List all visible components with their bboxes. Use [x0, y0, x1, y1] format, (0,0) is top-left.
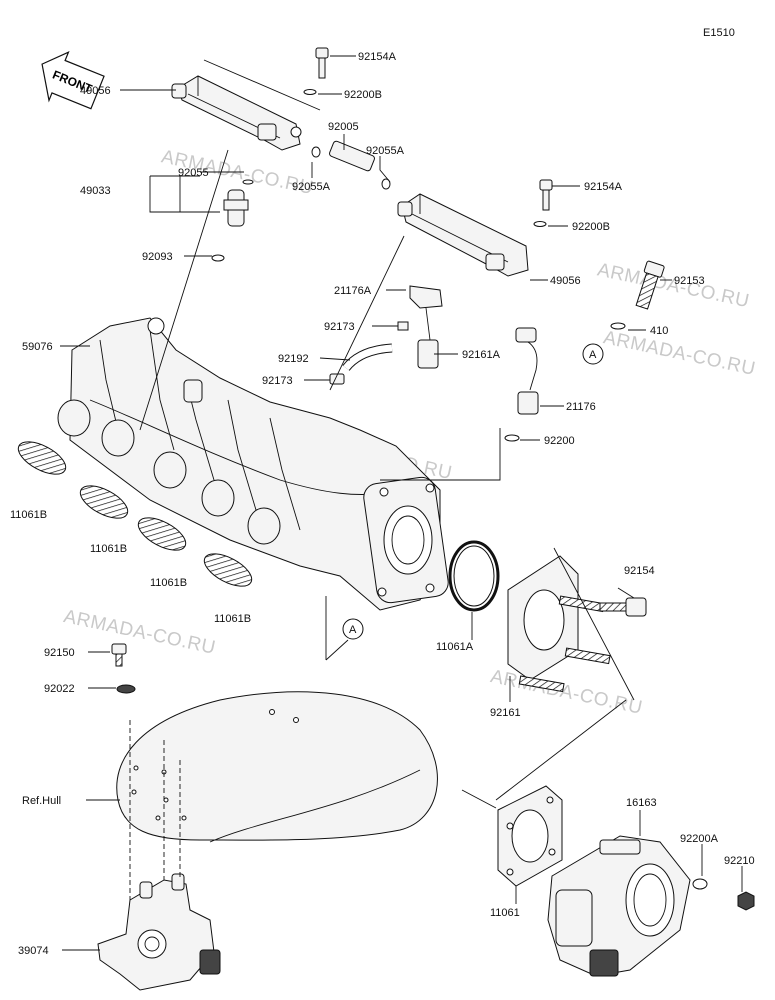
fuel-rail-upper [171, 75, 302, 151]
o-ring-11061a [448, 540, 500, 612]
part-label: 92200A [680, 833, 719, 845]
part-label: 59076 [22, 341, 53, 353]
throttle-body [547, 835, 691, 977]
part-label: 92093 [142, 251, 173, 263]
part-label: 11061B [10, 509, 47, 521]
part-label: 92200 [544, 435, 575, 447]
ref-callout-a: A [342, 618, 364, 640]
sensor-21176 [504, 327, 539, 442]
part-label: 11061B [90, 543, 127, 555]
part-label: 92161A [462, 349, 501, 361]
bolt-icon [599, 597, 647, 617]
part-label: 49056 [80, 85, 111, 97]
part-label: 410 [650, 325, 668, 337]
part-label: 92154A [358, 51, 397, 63]
part-label: 92200B [344, 89, 382, 101]
part-label: 92210 [724, 855, 755, 867]
nut-icon [737, 891, 755, 911]
part-label: 11061B [150, 577, 187, 589]
part-labels: 92154A 49056 92200B 92005 92055A 92055 9… [10, 51, 755, 957]
part-label: 92150 [44, 647, 75, 659]
part-label: 92154A [584, 181, 623, 193]
spacer-plate [507, 555, 611, 693]
hose [329, 343, 393, 385]
washer-icon [692, 878, 708, 890]
bolt-icon [539, 179, 553, 211]
part-label: 92005 [328, 121, 359, 133]
part-label: 92153 [674, 275, 705, 287]
ref-callout-a: A [582, 343, 604, 365]
leader-lines [60, 55, 743, 951]
part-label: 92173 [262, 375, 293, 387]
part-label: 49033 [80, 185, 111, 197]
part-label: 11061B [214, 613, 251, 625]
part-label: 11061A [436, 641, 474, 653]
gasket-11061b [17, 441, 253, 587]
watermark: ARMADA-CO.RU [602, 327, 758, 380]
part-label: 92055A [292, 181, 331, 193]
gasket-11061 [497, 785, 563, 887]
part-label: 92192 [278, 353, 309, 365]
part-label: 92022 [44, 683, 75, 695]
part-label: 92161 [490, 707, 521, 719]
part-label: 21176 [566, 401, 596, 413]
bolt-icon [635, 260, 665, 310]
part-label: 92154 [624, 565, 655, 577]
part-label: 21176A [334, 285, 372, 297]
washer-icon [533, 221, 547, 227]
hull [116, 691, 438, 843]
part-label: 92055A [366, 145, 405, 157]
sensor-21176a [397, 285, 443, 369]
part-label: 92055 [178, 167, 209, 179]
fuel-rail-lower [397, 193, 529, 277]
diagram-code: E1510 [703, 27, 735, 39]
ref-a-label: A [349, 624, 357, 636]
washer-icon [303, 89, 317, 95]
front-arrow-icon: FRONT [41, 50, 105, 110]
intake-manifold [57, 317, 449, 611]
part-label: Ref.Hull [22, 795, 61, 807]
part-label: 92173 [324, 321, 355, 333]
pressure-regulator [311, 140, 391, 190]
part-label: 11061 [490, 907, 520, 919]
part-label: 16163 [626, 797, 657, 809]
watermark: ARMADA-CO.RU [62, 606, 218, 659]
bolt-icon [315, 47, 329, 79]
throttle-bracket [97, 873, 221, 991]
bolt-icon [111, 643, 127, 667]
washer-icon [116, 684, 136, 694]
fuel-injector [211, 179, 254, 262]
part-label: 92200B [572, 221, 610, 233]
part-label: 49056 [550, 275, 581, 287]
ref-a-label: A [589, 349, 597, 361]
part-label: 39074 [18, 945, 49, 957]
washer-icon [610, 322, 626, 330]
